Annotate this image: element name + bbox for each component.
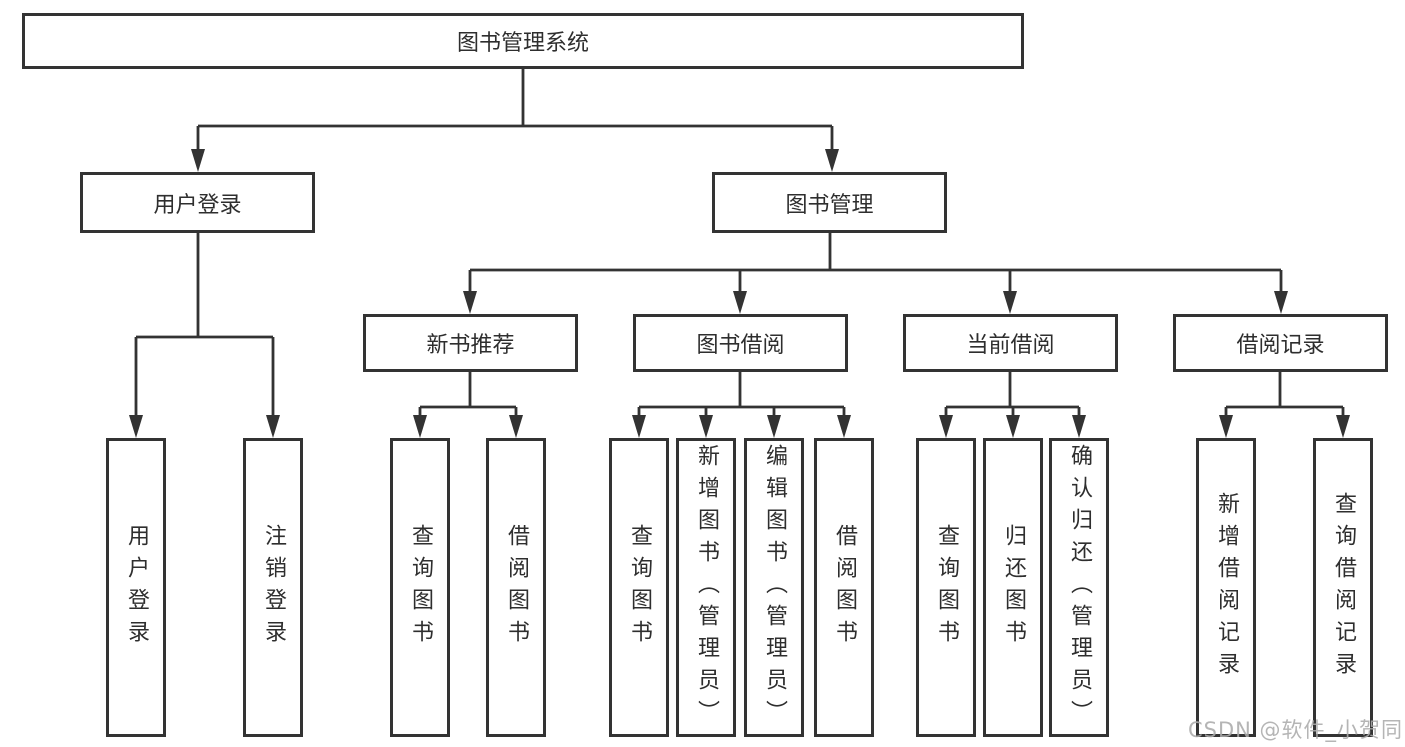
node-new-book-recommend: 新书推荐 — [363, 314, 578, 372]
leaf-return-book: 归还图书 — [983, 438, 1043, 737]
leaf-user-login: 用户登录 — [106, 438, 166, 737]
leaf-add-book-admin: 新增图书（管理员） — [676, 438, 736, 737]
node-borrow-records: 借阅记录 — [1173, 314, 1388, 372]
leaf-query-books-current: 查询图书 — [916, 438, 976, 737]
node-book-borrow: 图书借阅 — [633, 314, 848, 372]
leaf-borrow-books: 借阅图书 — [814, 438, 874, 737]
leaf-query-books-borrow: 查询图书 — [609, 438, 669, 737]
leaf-borrow-books-recommend: 借阅图书 — [486, 438, 546, 737]
leaf-confirm-return-admin: 确认归还（管理员） — [1049, 438, 1109, 737]
leaf-edit-book-admin: 编辑图书（管理员） — [744, 438, 804, 737]
csdn-watermark: CSDN @软件_小贺同学 — [1188, 718, 1404, 742]
arrowheads — [129, 149, 1350, 438]
leaf-add-borrow-record: 新增借阅记录 — [1196, 438, 1256, 737]
node-book-management: 图书管理 — [712, 172, 947, 233]
node-current-borrow: 当前借阅 — [903, 314, 1118, 372]
leaf-logout: 注销登录 — [243, 438, 303, 737]
leaf-query-borrow-record: 查询借阅记录 — [1313, 438, 1373, 737]
leaf-query-books-recommend: 查询图书 — [390, 438, 450, 737]
node-user-login: 用户登录 — [80, 172, 315, 233]
node-root-library-system: 图书管理系统 — [22, 13, 1024, 69]
